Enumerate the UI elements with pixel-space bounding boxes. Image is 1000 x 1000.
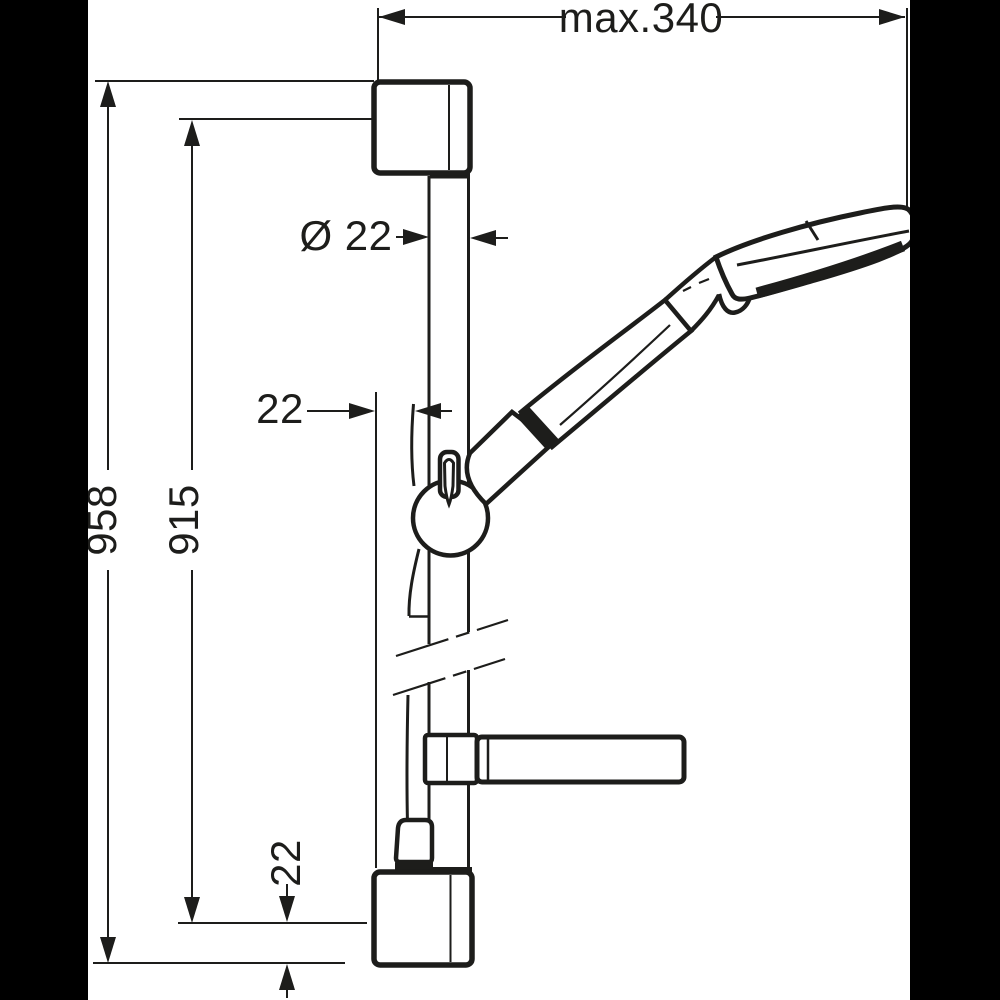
head-rim-line — [736, 229, 910, 267]
bracket-body — [371, 869, 475, 968]
arrowhead-right-icon — [403, 229, 429, 245]
arrowhead-down-icon — [100, 937, 116, 963]
neck-lower-edge — [689, 293, 721, 333]
bottom-wall-bracket — [371, 869, 475, 968]
dimension-bracket-offset — [307, 392, 452, 868]
arrowhead-down-icon — [184, 897, 200, 923]
hose-nut-band — [516, 405, 559, 451]
arrowhead-down-icon — [279, 896, 295, 922]
bracket-body — [371, 79, 473, 176]
label-hole-distance: 915 — [160, 484, 207, 556]
arrowhead-right-icon — [879, 9, 905, 25]
letterbox-right-bar — [910, 0, 1000, 1000]
label-bracket-offset: 22 — [256, 385, 304, 432]
letterbox-left-bar — [0, 0, 88, 1000]
label-bar-diameter: Ø 22 — [299, 212, 392, 259]
neck-upper-edge — [663, 255, 718, 302]
dish-arm — [474, 734, 687, 785]
dimension-bar-diameter — [396, 229, 508, 246]
handle-inner-line — [559, 324, 671, 426]
hose-lower-segment — [405, 694, 410, 825]
hose-mid-segment — [407, 548, 421, 617]
top-wall-bracket — [371, 79, 473, 176]
arrowhead-left-icon — [379, 9, 405, 25]
arrowhead-right-icon — [349, 403, 375, 419]
hose-upper-segment — [410, 403, 416, 487]
label-bottom-offset: 22 — [262, 839, 309, 887]
handle-grip — [517, 296, 695, 451]
dimension-width-max — [377, 8, 908, 210]
soap-dish — [422, 732, 687, 786]
slider-holder — [410, 449, 491, 558]
connector-cone — [393, 817, 435, 865]
arrowhead-left-icon — [470, 230, 496, 246]
dimension-hole-distance — [178, 118, 374, 924]
dish-clamp — [422, 732, 480, 786]
break-line-upper — [395, 618, 509, 658]
slider-lever — [442, 458, 456, 509]
arrowhead-up-icon — [184, 120, 200, 146]
neck-highlight-dashes — [682, 277, 710, 292]
spray-face-band — [755, 240, 906, 299]
handle-cone — [464, 409, 557, 508]
break-marks — [392, 618, 509, 697]
label-width-max: max.340 — [559, 0, 724, 41]
hand-shower — [464, 204, 918, 508]
arrowhead-up-icon — [100, 81, 116, 107]
head-divider-line — [804, 220, 820, 241]
shower-hose — [405, 403, 429, 825]
neck-hook-curve — [716, 293, 753, 315]
hose-connector — [393, 817, 435, 871]
arrowhead-up-icon — [279, 964, 295, 990]
dimension-bottom-offset — [279, 884, 295, 998]
break-line-lower — [392, 657, 506, 697]
dimension-total-length — [93, 80, 374, 964]
